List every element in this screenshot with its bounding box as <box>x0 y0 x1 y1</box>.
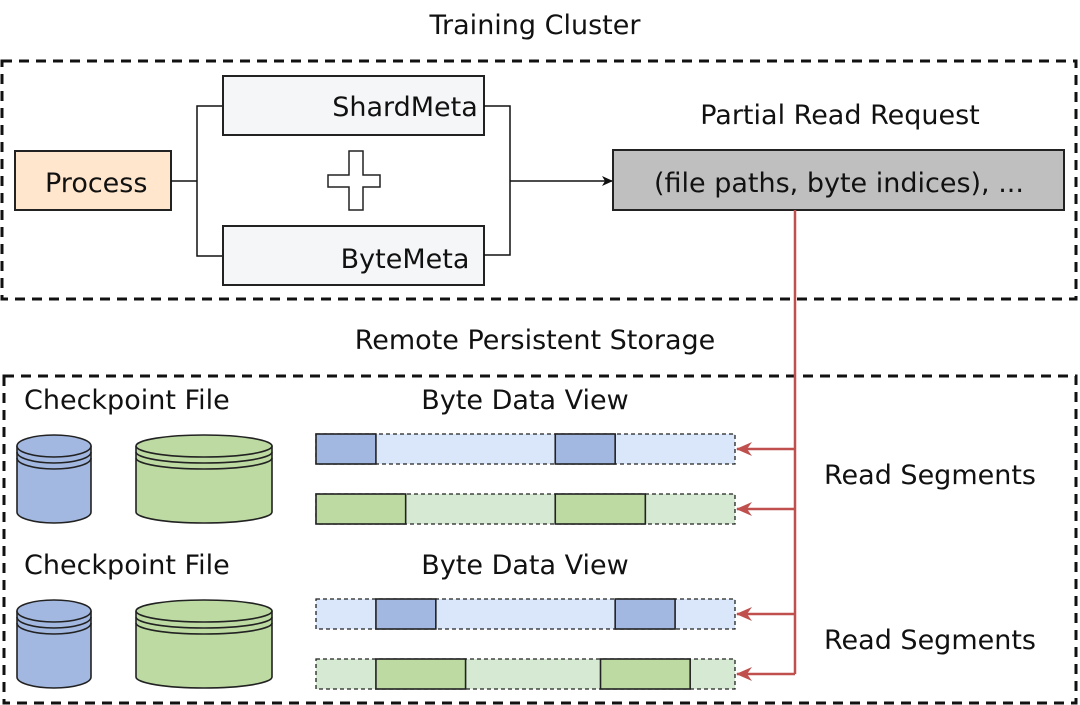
read-segment[interactable] <box>375 598 437 630</box>
remote-storage-boundary <box>2 374 1078 705</box>
read-segments-label: Read Segments <box>824 625 1036 656</box>
bytemeta-node[interactable]: ByteMeta <box>222 225 485 286</box>
remote-storage-title: Remote Persistent Storage <box>355 325 716 356</box>
bytemeta-label: ByteMeta <box>341 244 470 275</box>
bytemeta-out-connector <box>484 181 511 256</box>
byte-data-view-label: Byte Data View <box>421 385 628 416</box>
byte-bar-blue <box>315 598 736 630</box>
checkpoint-green-cylinder-icon[interactable] <box>135 434 273 524</box>
read-segment[interactable] <box>375 658 467 690</box>
read-segment[interactable] <box>614 598 676 630</box>
byte-data-view-label: Byte Data View <box>421 550 628 581</box>
read-segment[interactable] <box>554 493 647 525</box>
request-title: Partial Read Request <box>700 100 980 131</box>
read-segment[interactable] <box>599 658 691 690</box>
read-segments-label: Read Segments <box>824 460 1036 491</box>
byte-bar-blue <box>315 433 736 465</box>
checkpoint-file-label: Checkpoint File <box>24 385 230 416</box>
training-cluster-boundary <box>0 59 1078 301</box>
checkpoint-green-cylinder-icon[interactable] <box>135 599 273 689</box>
read-segment[interactable] <box>315 433 377 465</box>
read-segment[interactable] <box>554 433 616 465</box>
process-node[interactable]: Process <box>14 150 172 211</box>
byte-bar-green <box>315 493 736 525</box>
shardmeta-out-connector <box>484 105 511 181</box>
shardmeta-label: ShardMeta <box>332 92 478 123</box>
partial-read-request-node[interactable]: (file paths, byte indices), ... <box>612 149 1065 211</box>
read-segment[interactable] <box>315 493 407 525</box>
byte-bar-green <box>315 658 736 690</box>
request-content: (file paths, byte indices), ... <box>654 168 1024 199</box>
plus-icon <box>327 150 381 211</box>
checkpoint-file-label: Checkpoint File <box>24 550 230 581</box>
process-label: Process <box>45 168 147 199</box>
checkpoint-blue-cylinder-icon[interactable] <box>16 434 92 524</box>
shardmeta-node[interactable]: ShardMeta <box>222 75 485 136</box>
checkpoint-blue-cylinder-icon[interactable] <box>16 599 92 689</box>
training-cluster-title: Training Cluster <box>429 10 642 41</box>
